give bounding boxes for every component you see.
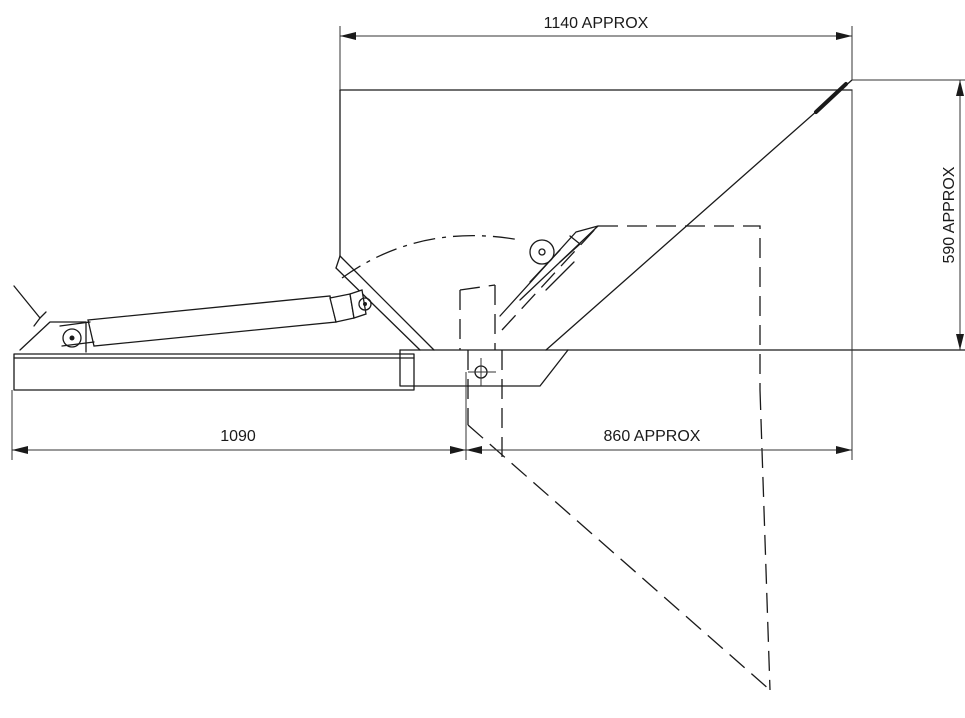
dimension-height-label: 590 APPROX	[941, 166, 958, 263]
base-frame	[13, 353, 415, 391]
internal-mechanism	[499, 225, 599, 317]
dimension-height: 590 APPROX	[852, 79, 965, 350]
dimension-top-width-label: 1140 APPROX	[544, 15, 649, 32]
rear-mount	[13, 285, 87, 353]
dimension-base-length: 1090	[11, 372, 467, 460]
dimension-base-length-label: 1090	[220, 428, 256, 445]
tipped-bucket-outline	[341, 225, 771, 691]
pivot-crosshair	[468, 358, 496, 386]
dimension-overhang-label: 860 APPROX	[604, 428, 701, 445]
pivot-block	[399, 349, 965, 387]
hopper-bucket	[335, 79, 853, 351]
hydraulic-ram	[59, 289, 372, 347]
dimension-overhang: 860 APPROX	[466, 90, 853, 460]
dimension-top-width: 1140 APPROX	[339, 15, 853, 90]
